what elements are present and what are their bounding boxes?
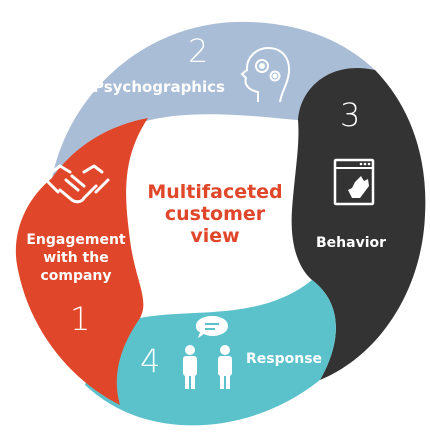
segment-psychographics [52, 21, 375, 178]
segment-label-engagement-line3: company [40, 268, 111, 284]
center-title-line3: view [190, 225, 239, 247]
segment-label-engagement-line1: Engagement [26, 232, 126, 248]
browser-click-icon [333, 158, 375, 206]
segment-number-behavior: 3 [340, 96, 360, 134]
segment-engagement [15, 118, 148, 405]
center-title-line1: Multifaceted [147, 181, 282, 203]
center-title-line2: customer [165, 203, 266, 225]
handshake-icon [44, 164, 110, 204]
segment-label-behavior: Behavior [316, 235, 386, 251]
head-gears-icon [240, 46, 291, 103]
segment-response [85, 280, 336, 426]
segment-label-engagement-line2: with the [43, 250, 108, 266]
segment-number-psychographics: 2 [188, 32, 208, 70]
segment-behavior [291, 67, 426, 380]
segment-number-engagement: 1 [70, 300, 90, 338]
segment-label-response: Response [246, 351, 322, 367]
segment-number-response: 4 [140, 342, 160, 380]
people-speech-icon [183, 316, 232, 389]
segment-label-psychographics: Psychographics [93, 78, 225, 96]
